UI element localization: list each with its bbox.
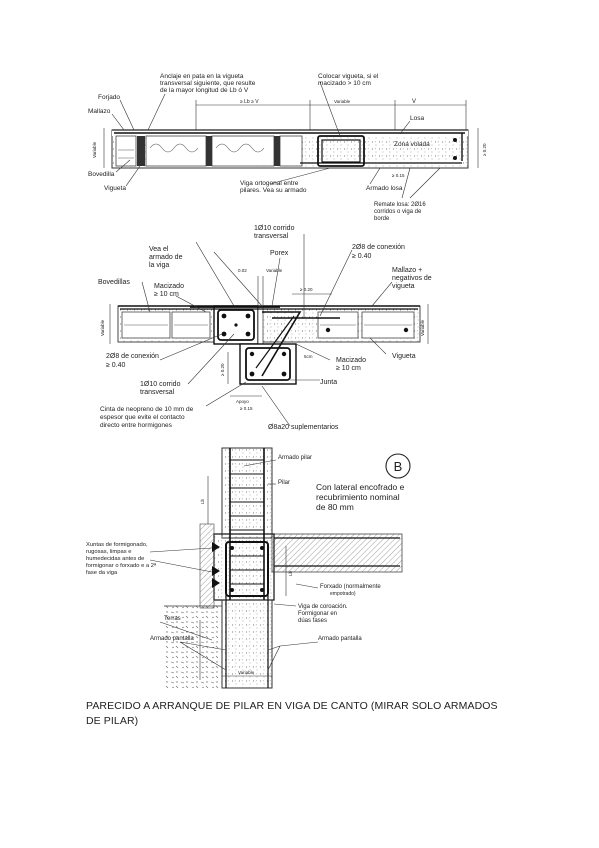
label-viga-normal-2: pilares. Vea su armado: [240, 187, 307, 194]
detail-badge-circle: [385, 453, 411, 479]
label-cinta-2: espesor que evite el contacto: [100, 414, 185, 421]
label-cinta-3: directo entre hormigones: [100, 422, 173, 429]
label-colocar: Colocar vigueta, si el: [318, 73, 379, 80]
label-cinta: Cinta de neopreno de 10 mm de: [100, 406, 194, 413]
label-xuntas-4: formigonar o forxado e a 2ª: [86, 562, 157, 569]
label-terras: Terras: [164, 616, 181, 622]
label-viga-2: Formigonar en: [298, 611, 337, 617]
label-vigueta: Vigueta: [392, 353, 416, 360]
label-viga: Viga de coroación.: [298, 604, 348, 610]
label-remate-2: corridos o viga de: [374, 209, 422, 215]
label-phi10-top: 1Ø10 corrido: [254, 225, 295, 232]
label-variable: Variable: [266, 268, 283, 273]
label-forxado-2: empotrado): [330, 591, 356, 597]
label-armado-pantalla-left: Armado pantalla: [150, 636, 194, 642]
label-xuntas-5: fase da viga: [86, 570, 118, 576]
document-caption: PARECIDO A ARRANQUE DE PILAR EN VIGA DE …: [86, 700, 498, 727]
label-anclaje-3: de la mayor longitud de Lb ó V: [160, 87, 249, 94]
label-zona-volada: Zona volada: [394, 141, 430, 148]
label-porex: Porex: [270, 250, 289, 257]
label-armado-pantalla-right: Armado pantalla: [318, 636, 362, 642]
label-suplementarios: Ø8a20 suplementarios: [268, 424, 339, 431]
label-lateral-3: de 80 mm: [316, 502, 354, 512]
label-mallazo: Mallazo: [88, 108, 111, 115]
label-macizado: Macizado: [154, 283, 184, 290]
label-lb-v: ≥ Lb ≥ V: [240, 99, 259, 105]
label-junta: Junta: [320, 379, 337, 386]
label-dim-5cm: 5cm: [304, 354, 313, 359]
label-pilar: Pilar: [278, 480, 290, 486]
label-variable-right: Variable: [420, 319, 425, 336]
label-lb-2: Lb: [288, 570, 293, 576]
label-remate: Remate losa: 2Ø16: [374, 202, 426, 208]
label-losa: Losa: [410, 115, 424, 122]
label-colocar-2: macizado > 10 cm: [318, 80, 371, 87]
label-vea-3: la viga: [149, 262, 169, 269]
label-conexion-bot-2: ≥ 0.40: [106, 362, 126, 369]
label-armado-pilar: Armado pilar: [278, 455, 312, 461]
figure-3-column-start-detail: B Armado pilar Pilar Con lateral encofra…: [86, 447, 411, 689]
label-variable-left: Variable: [100, 319, 105, 336]
label-apoyo: Apoyo: [236, 399, 249, 404]
slab-body: [111, 129, 469, 169]
label-conexion-top-2: ≥ 0.40: [352, 253, 372, 260]
label-armado-losa: Armado losa: [366, 185, 403, 192]
label-macizado-2: ≥ 10 cm: [154, 291, 179, 298]
label-anclaje: Anclaje en pata en la vigueta: [160, 73, 244, 80]
label-dim-015: ≥ 0.15: [392, 173, 405, 178]
label-mallazo-3: vigueta: [392, 283, 415, 290]
label-lateral: Con lateral encofrado e: [316, 482, 405, 492]
label-xuntas-2: rugosas, limpas e: [86, 549, 131, 555]
label-vea-2: armado de: [149, 254, 183, 261]
label-remate-3: borde: [374, 216, 390, 222]
figure-2-joint-detail: 1Ø10 corrido transversal Vea el armado d…: [98, 225, 432, 431]
label-variable: Variable: [238, 670, 255, 675]
label-viga-3: dúas fases: [298, 618, 327, 624]
label-bovedillas: Bovedillas: [98, 279, 130, 286]
figure-1-labels: Anclaje en pata en la vigueta transversa…: [88, 73, 487, 222]
label-lb: Lb: [200, 498, 205, 504]
label-xuntas-3: humedecidas antes de: [86, 556, 144, 562]
label-forxado: Forxado (normalmente: [320, 584, 381, 590]
label-dim-020-vertical: ≥ 0.20: [220, 363, 225, 376]
label-variable-top: Variable: [334, 99, 351, 104]
label-forjado: Forjado: [98, 94, 120, 101]
label-bovedilla: Bovedilla: [88, 171, 115, 178]
label-mallazo: Mallazo +: [392, 267, 422, 274]
label-anclaje-2: transversal siguiente, que resulte: [160, 80, 256, 87]
label-viga-normal: Viga ortogonal entre: [240, 180, 299, 187]
label-phi10-bot: 1Ø10 corrido: [140, 381, 181, 388]
label-vea: Vea el: [149, 246, 169, 253]
label-dim-002: 0.02: [238, 268, 247, 273]
label-phi10-bot-2: transversal: [140, 389, 175, 396]
label-conexion-top: 2Ø8 de conexión: [352, 244, 405, 251]
label-lateral-2: recubrimiento nominal: [316, 492, 400, 502]
label-dim-right: ≥ 0.20: [482, 143, 487, 156]
label-dim-015: ≥ 0.15: [240, 406, 253, 411]
label-xuntas: Xuntas de formigonado,: [86, 542, 148, 548]
label-mallazo-2: negativos de: [392, 275, 432, 282]
label-dim-020: ≥ 0.20: [300, 287, 313, 292]
label-vigueta: Vigueta: [104, 185, 126, 192]
label-variable-left: Variable: [92, 141, 97, 158]
figure-1-dimension-lines: [103, 81, 479, 199]
label-phi10-top-2: transversal: [254, 233, 289, 240]
detail-badge-letter: B: [394, 459, 403, 474]
label-conexion-bot: 2Ø8 de conexión: [106, 353, 159, 360]
label-v: V: [412, 99, 416, 105]
label-macizado-b-2: ≥ 10 cm: [336, 365, 361, 372]
label-macizado-b: Macizado: [336, 357, 366, 364]
